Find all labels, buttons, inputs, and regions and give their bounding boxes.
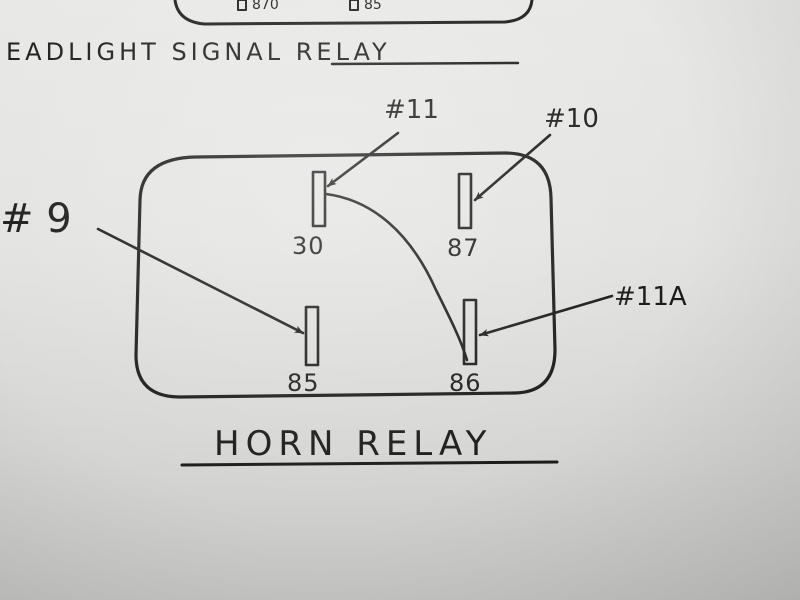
callout-11a-label: #11A (614, 282, 687, 312)
terminal-86-blade (462, 298, 478, 366)
terminal-86-label: 86 (449, 369, 482, 397)
callout-11a-arrow (478, 294, 614, 337)
terminal-30-label: 30 (292, 232, 325, 260)
horn-relay-title: HORN RELAY (214, 424, 492, 464)
previous-terminal-left (237, 0, 247, 11)
terminal-87-label: 87 (447, 234, 480, 262)
terminal-85-label: 85 (287, 369, 320, 397)
jumper-wire-30-to-86 (324, 192, 469, 362)
terminal-85-blade (304, 305, 320, 367)
horn-relay-title-underline (180, 460, 559, 467)
previous-relay-title-underline (330, 61, 520, 66)
terminal-87-blade (457, 172, 473, 230)
previous-terminal-left-label: 870 (252, 0, 279, 13)
horn-relay-box (134, 151, 557, 399)
terminal-30-blade (311, 170, 327, 228)
callout-9-arrow (96, 227, 305, 335)
previous-relay-title: EADLIGHT SIGNAL RELAY (6, 38, 391, 66)
callout-11-arrow (326, 131, 400, 188)
callout-9-label: # 9 (0, 196, 72, 242)
previous-terminal-right-label: 85 (364, 0, 382, 13)
previous-relay-box: 870 85 (173, 0, 534, 26)
previous-terminal-right (349, 0, 359, 11)
callout-10-label: #10 (544, 104, 599, 134)
callout-11-label: #11 (384, 95, 439, 125)
callout-10-arrow (473, 133, 552, 202)
